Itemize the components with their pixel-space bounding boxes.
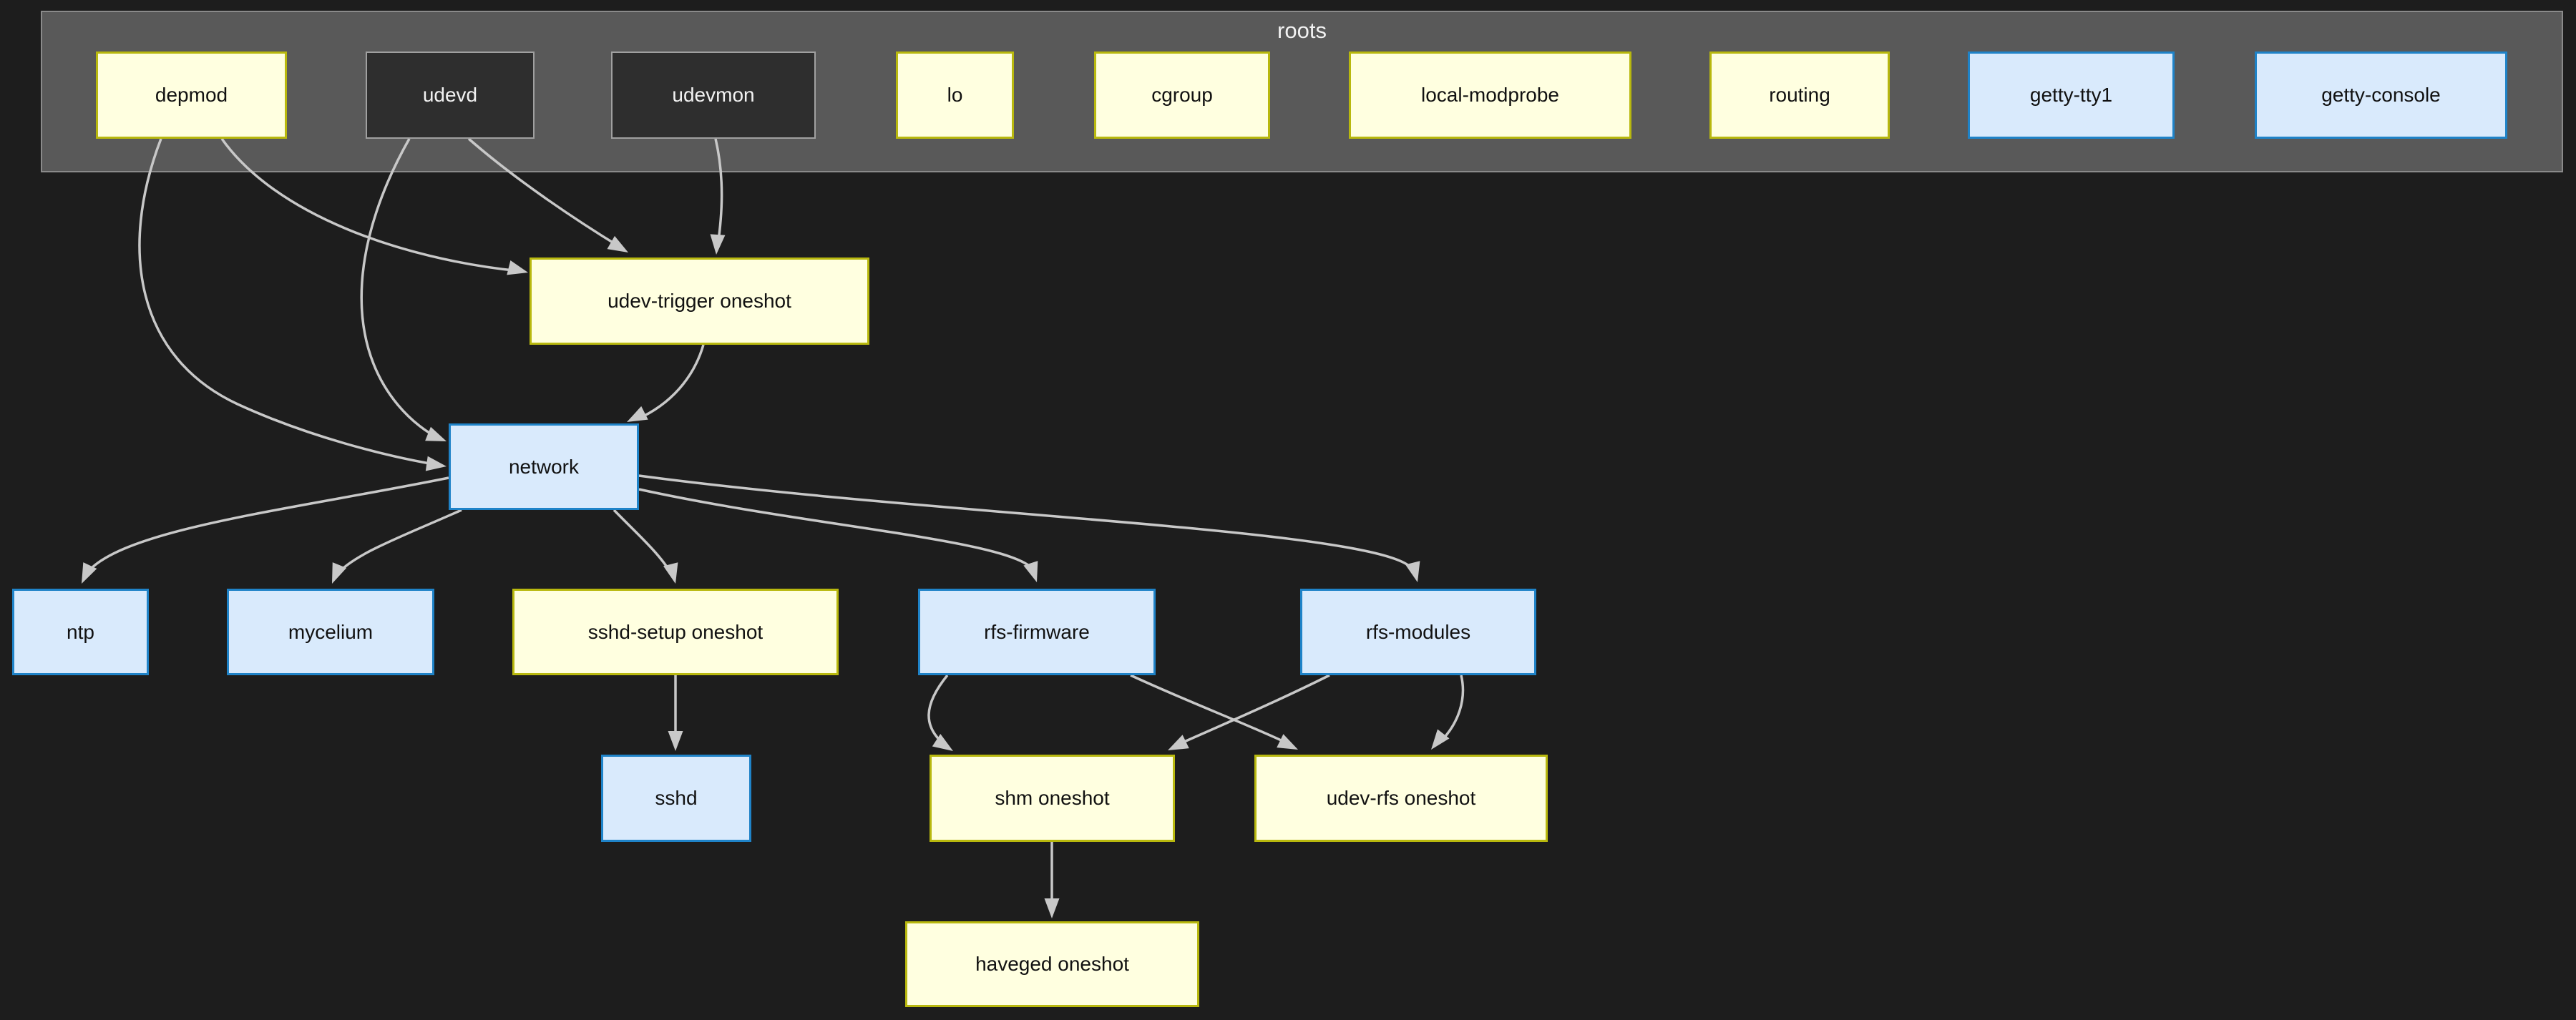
arrowhead-icon bbox=[1431, 729, 1450, 750]
node-udevd: udevd bbox=[366, 52, 535, 139]
node-label: sshd-setup oneshot bbox=[587, 620, 763, 643]
arrowhead-icon bbox=[1044, 898, 1060, 918]
node-label: ntp bbox=[67, 620, 94, 643]
roots-cluster-label: roots bbox=[1277, 18, 1327, 43]
node-label: routing bbox=[1769, 84, 1830, 106]
node-label: udev-trigger oneshot bbox=[608, 290, 791, 312]
arrowhead-icon bbox=[627, 406, 648, 422]
arrowhead-icon bbox=[1023, 561, 1038, 582]
edge-depmod-to-network bbox=[138, 138, 447, 471]
node-label: cgroup bbox=[1151, 84, 1213, 106]
arrowhead-icon bbox=[1168, 735, 1189, 750]
edge-network-to-sshd-setup-oneshot bbox=[613, 509, 678, 584]
node-label: network bbox=[508, 455, 580, 478]
node-sshd: sshd bbox=[601, 755, 751, 842]
node-label: udev-rfs oneshot bbox=[1326, 787, 1476, 809]
node-label: shm oneshot bbox=[995, 787, 1110, 809]
node-rfs-modules: rfs-modules bbox=[1300, 589, 1536, 675]
edge-sshd-setup-oneshot-to-sshd bbox=[668, 675, 683, 751]
edge-shm-oneshot-to-haveged-oneshot bbox=[1044, 842, 1060, 918]
node-ntp: ntp bbox=[12, 589, 149, 675]
node-udev-rfs-oneshot: udev-rfs oneshot bbox=[1254, 755, 1548, 842]
arrowhead-icon bbox=[668, 731, 683, 751]
arrowhead-icon bbox=[607, 235, 628, 252]
node-getty-console: getty-console bbox=[2255, 52, 2507, 139]
node-cgroup: cgroup bbox=[1094, 52, 1270, 139]
node-sshd-setup-oneshot: sshd-setup oneshot bbox=[512, 589, 839, 675]
node-mycelium: mycelium bbox=[227, 589, 434, 675]
edge-rfs-firmware-to-shm-oneshot bbox=[927, 674, 953, 751]
edge-udevd-to-udev-trigger-oneshot bbox=[467, 137, 628, 252]
arrowhead-icon bbox=[1405, 561, 1420, 582]
node-label: haveged oneshot bbox=[975, 953, 1129, 975]
arrowhead-icon bbox=[1277, 734, 1298, 750]
node-label: udevmon bbox=[672, 84, 755, 106]
node-routing: routing bbox=[1709, 52, 1890, 139]
node-label: depmod bbox=[155, 84, 228, 106]
node-rfs-firmware: rfs-firmware bbox=[918, 589, 1156, 675]
edge-udevmon-to-udev-trigger-oneshot bbox=[710, 138, 726, 255]
arrowhead-icon bbox=[710, 234, 726, 255]
node-shm-oneshot: shm oneshot bbox=[930, 755, 1175, 842]
node-udevmon: udevmon bbox=[611, 52, 816, 139]
node-haveged-oneshot: haveged oneshot bbox=[905, 921, 1199, 1007]
node-label: local-modprobe bbox=[1421, 84, 1559, 106]
node-label: udevd bbox=[422, 84, 478, 106]
edge-rfs-modules-to-udev-rfs-oneshot bbox=[1431, 675, 1465, 750]
arrowhead-icon bbox=[82, 562, 97, 584]
edge-rfs-modules-to-shm-oneshot bbox=[1168, 674, 1330, 750]
arrowhead-icon bbox=[663, 562, 678, 584]
edge-depmod-to-udev-trigger-oneshot bbox=[220, 137, 528, 275]
arrowhead-icon bbox=[507, 260, 528, 275]
edge-udev-trigger-oneshot-to-network bbox=[627, 344, 705, 422]
node-label: getty-tty1 bbox=[2029, 84, 2113, 106]
node-label: rfs-firmware bbox=[984, 620, 1090, 643]
arrowhead-icon bbox=[932, 733, 953, 751]
arrowhead-icon bbox=[425, 426, 447, 441]
node-local-modprobe: local-modprobe bbox=[1349, 52, 1631, 139]
node-udev-trigger-oneshot: udev-trigger oneshot bbox=[530, 258, 869, 345]
node-lo: lo bbox=[896, 52, 1014, 139]
edge-network-to-ntp bbox=[82, 476, 449, 584]
node-depmod: depmod bbox=[96, 52, 287, 139]
node-network: network bbox=[449, 423, 639, 510]
node-label: lo bbox=[947, 84, 963, 106]
node-label: sshd bbox=[655, 787, 698, 809]
edge-network-to-rfs-modules bbox=[638, 474, 1420, 582]
edge-network-to-rfs-firmware bbox=[638, 488, 1038, 582]
arrowhead-icon bbox=[425, 456, 447, 471]
arrowhead-icon bbox=[332, 562, 347, 584]
node-label: getty-console bbox=[2321, 84, 2441, 106]
node-getty-tty1: getty-tty1 bbox=[1968, 52, 2175, 139]
edge-rfs-firmware-to-udev-rfs-oneshot bbox=[1130, 674, 1298, 750]
node-label: mycelium bbox=[288, 620, 374, 643]
edge-udevd-to-network bbox=[360, 138, 447, 441]
node-label: rfs-modules bbox=[1365, 620, 1471, 643]
edge-network-to-mycelium bbox=[332, 509, 462, 584]
